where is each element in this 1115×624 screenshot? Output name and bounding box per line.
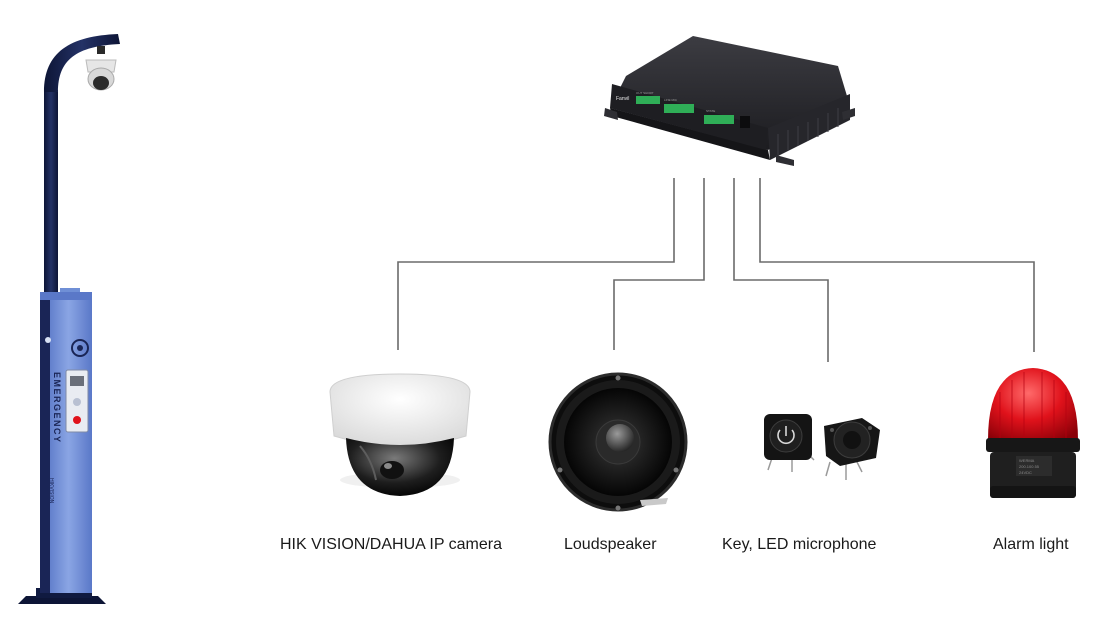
device-label-speaker: Loudspeaker — [564, 536, 657, 553]
dome-camera-icon — [329, 373, 471, 496]
power-jack-icon — [740, 116, 750, 128]
key-button-icon — [764, 414, 880, 480]
wires — [397, 178, 1035, 362]
pole-logo-icon — [71, 339, 89, 357]
pole-panel-text: EMERGENCY — [52, 372, 62, 444]
svg-text:24VDC: 24VDC — [1019, 470, 1032, 475]
svg-text:200.100.55: 200.100.55 — [1019, 464, 1040, 469]
ptz-camera-icon — [85, 46, 117, 91]
call-button-icon — [73, 416, 81, 424]
wire-speaker — [613, 178, 705, 350]
gateway-device: Fanvil OUT SHORT LINE MIC STATE — [604, 36, 855, 166]
wire-key — [733, 178, 829, 362]
pole-brand-text: HIKVISION — [48, 478, 54, 504]
svg-text:STATE: STATE — [706, 109, 715, 113]
device-label-camera: HIK VISION/DAHUA IP camera — [280, 536, 502, 553]
gateway-terminals — [636, 96, 734, 124]
svg-text:LINE MIC: LINE MIC — [664, 98, 678, 102]
svg-text:OUT SHORT: OUT SHORT — [636, 91, 654, 95]
wire-alarm — [759, 178, 1035, 352]
speaker-icon — [548, 372, 688, 512]
svg-text:WERMA: WERMA — [1019, 458, 1035, 463]
device-label-alarm: Alarm light — [993, 536, 1069, 553]
gateway-brand-text: Fanvil — [616, 96, 629, 102]
wire-camera — [397, 178, 675, 350]
device-label-key: Key, LED microphone — [722, 536, 877, 553]
emergency-pole: EMERGENCY HIKVISION — [18, 34, 120, 604]
